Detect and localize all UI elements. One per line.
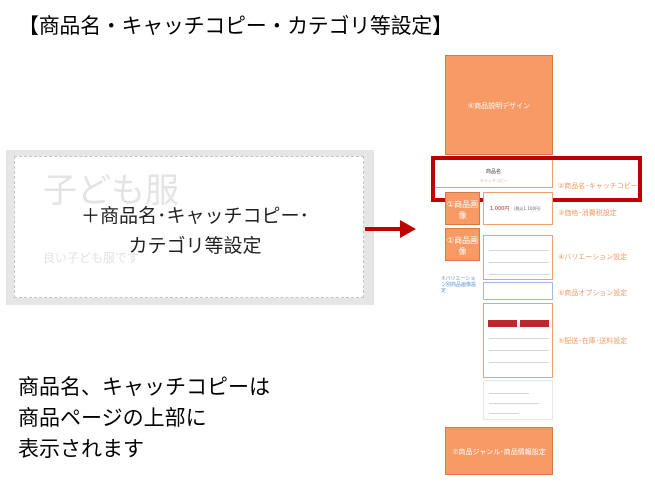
variation-row [489,274,549,275]
share-area [483,380,553,420]
product-name-frame: 商品名 キャッチコピー [433,158,553,188]
add-product-name-button[interactable]: ＋商品名･キャッチコピー･ カテゴリ等設定 [75,201,315,261]
note-line1: 商品名、キャッチコピーは [18,375,270,399]
share-row [489,393,529,394]
label-product-name: ②商品名･キャッチコピー [558,182,638,190]
shipping-frame [483,303,553,378]
price-text: 1,000円 [490,206,510,212]
label-option: ⑤商品オプション設定 [558,289,628,297]
shipping-row [489,362,549,363]
product-name-text: 商品名 [486,169,502,175]
label-price: ③価格･消費税設定 [558,209,617,217]
editor-preview: 子ども服 良い子ども服です ＋商品名･キャッチコピー･ カテゴリ等設定 [6,150,374,305]
catch-copy-text: キャッチコピー [480,178,508,183]
shipping-row [489,350,549,351]
ghost-product-title: 子ども服 [43,171,179,211]
arrow-shaft [365,227,403,231]
label-variation: ④バリエーション設定 [558,253,628,261]
variation-row [489,262,549,263]
variation-frame [483,235,553,280]
product-image-block-1: ①商品画像 [445,192,480,225]
price-frame: 1,000円 (税込1,100円) [483,192,553,225]
option-frame [483,282,553,300]
shipping-row [489,338,549,339]
note-line3: 表示されます [18,437,144,461]
add-label-line1: ＋商品名･キャッチコピー･ [80,205,309,227]
explanation-note: 商品名、キャッチコピーは 商品ページの上部に 表示されます [18,372,270,465]
description-design-block: ⑥商品説明デザイン [445,55,553,155]
ghost-catch-copy: 良い子ども服です [43,251,140,265]
product-image-block-2: ①商品画像 [445,228,480,261]
share-row [489,413,519,414]
price-tax-text: (税込1,100円) [514,206,541,211]
add-product-name-area[interactable]: 子ども服 良い子ども服です ＋商品名･キャッチコピー･ カテゴリ等設定 [14,156,364,298]
variation-row [489,250,549,251]
add-label-line2: カテゴリ等設定 [128,235,262,257]
buy-now-button[interactable] [520,320,549,327]
genre-info-block: ⑦商品ジャンル･商品情報設定 [445,427,553,475]
label-shipping: ⑤配送･在庫･送料設定 [558,337,628,345]
slide-title: 【商品名・キャッチコピー・カテゴリ等設定】 [18,14,453,38]
variation-image-label: ⑦バリエーション別商品画像設定 [441,276,477,294]
add-to-cart-button[interactable] [488,320,517,327]
share-row [489,403,539,404]
arrow-right-icon [400,220,416,238]
note-line2: 商品ページの上部に [18,406,207,430]
